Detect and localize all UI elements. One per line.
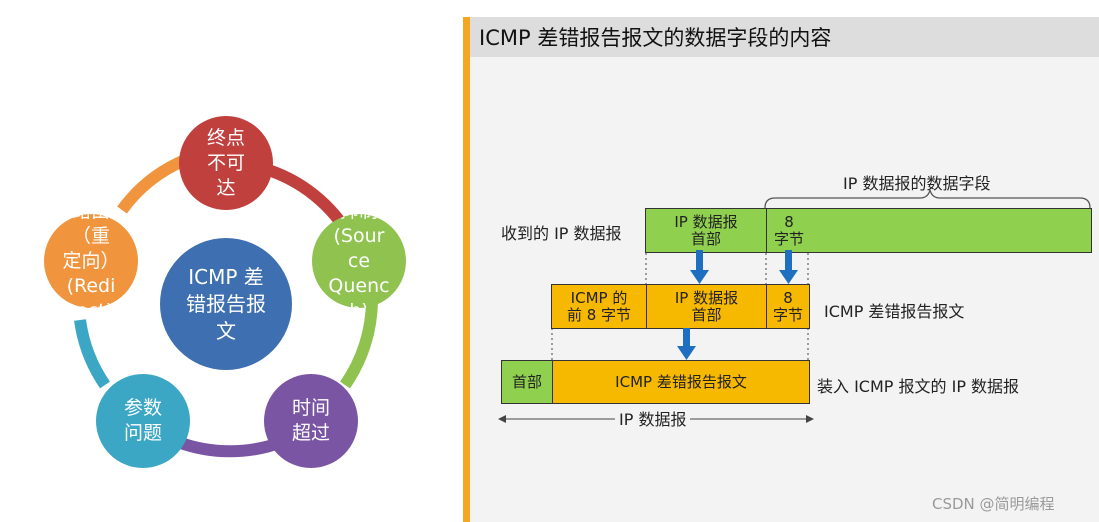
row1-data-rest bbox=[810, 208, 1092, 253]
arrow-down-1 bbox=[690, 250, 709, 284]
row2-icmp-first8-text: ICMP 的 前 8 字节 bbox=[566, 288, 632, 324]
row3-icmp-message-text: ICMP 差错报告报文 bbox=[615, 372, 747, 391]
arrow-down-3 bbox=[677, 328, 696, 360]
row2-8bytes: 8 字节 bbox=[766, 284, 810, 329]
node-unreachable-label: 终点 不可 达 bbox=[206, 126, 245, 199]
row2-icmp-first8: ICMP 的 前 8 字节 bbox=[551, 284, 647, 329]
node-parameter-problem: 参数 问题 bbox=[96, 374, 190, 468]
row2-ip-header: IP 数据报 首部 bbox=[646, 284, 767, 329]
row3-icmp-message: ICMP 差错报告报文 bbox=[552, 360, 810, 404]
row1-ip-header: IP 数据报 首部 bbox=[645, 208, 767, 253]
icmp-cycle-diagram: ICMP 差 错报告报 文 终点 不可 达 抑制 (Sour ce Quenc … bbox=[0, 0, 460, 522]
row1-8bytes: 8 字节 bbox=[766, 208, 812, 253]
node-unreachable: 终点 不可 达 bbox=[179, 116, 273, 210]
row3-label: 装入 ICMP 报文的 IP 数据报 bbox=[817, 377, 1020, 396]
accent-bar bbox=[463, 17, 470, 522]
row2-ip-header-text: IP 数据报 首部 bbox=[674, 288, 739, 324]
center-node: ICMP 差 错报告报 文 bbox=[160, 238, 292, 370]
panel-title-bar bbox=[463, 17, 1099, 57]
node-parameter-problem-label: 参数 问题 bbox=[123, 397, 162, 444]
span-label: IP 数据报 bbox=[615, 406, 691, 430]
row1-ip-header-text: IP 数据报 首部 bbox=[674, 212, 738, 248]
row3-header: 首部 bbox=[501, 360, 553, 404]
row3-header-text: 首部 bbox=[511, 372, 542, 391]
node-time-exceeded: 时间 超过 bbox=[264, 374, 358, 468]
node-source-quench-label: 抑制 (Sour ce Quenc h) bbox=[328, 214, 390, 308]
arrow-down-2 bbox=[779, 250, 798, 284]
brace-label: IP 数据报的数据字段 bbox=[843, 174, 991, 193]
row2-8bytes-text: 8 字节 bbox=[772, 288, 803, 324]
brace bbox=[764, 189, 1091, 209]
node-source-quench: 抑制 (Sour ce Quenc h) bbox=[312, 214, 406, 308]
node-redirect: 路由 （重 定向） (Redi rect) bbox=[44, 214, 138, 308]
row1-8bytes-text: 8 字节 bbox=[773, 212, 804, 248]
watermark: CSDN @简明编程 bbox=[932, 495, 1055, 513]
guide-lines bbox=[551, 253, 809, 360]
center-label: ICMP 差 错报告报 文 bbox=[186, 264, 266, 343]
node-time-exceeded-label: 时间 超过 bbox=[291, 397, 330, 444]
row1-label: 收到的 IP 数据报 bbox=[501, 224, 622, 243]
row2-label: ICMP 差错报告报文 bbox=[824, 302, 965, 321]
panel-title: ICMP 差错报告报文的数据字段的内容 bbox=[479, 26, 832, 50]
icmp-data-field-panel bbox=[463, 17, 1099, 522]
node-redirect-label: 路由 （重 定向） (Redi rect) bbox=[62, 214, 120, 308]
